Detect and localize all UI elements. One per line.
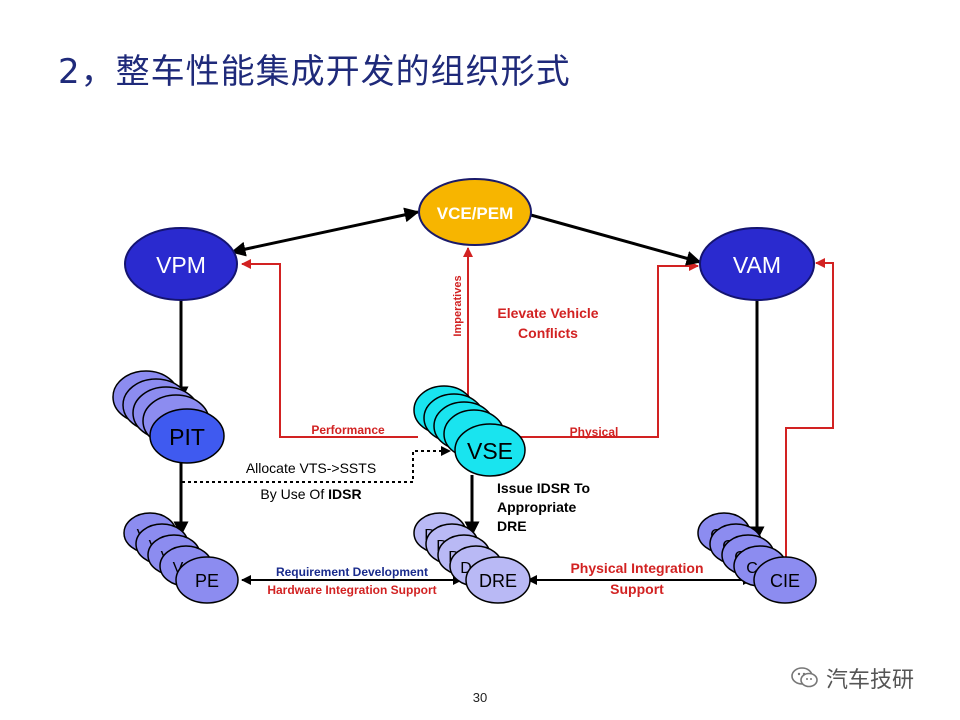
vam-node: VAM [699,227,815,301]
physical-label: Physical [570,425,619,439]
issue-label-line1: Issue IDSR To [497,480,590,496]
issue-label-line3: DRE [497,518,527,534]
dre-label: DRE [479,571,517,591]
pe-label: PE [195,571,219,591]
allocate-dotted-line [182,446,451,483]
pit-stack: PIT [112,370,225,464]
watermark: 汽车技研 [790,663,914,693]
elevate-label-line2: Conflicts [518,325,578,341]
wechat-icon [791,667,818,688]
vpm-node: VPM [124,227,238,301]
cie-stack-glyph-4: C [746,560,758,577]
physical-line [520,261,699,438]
cie-to-vam-line [785,258,834,558]
pe-stack-glyph-4: V [173,560,184,577]
vce-label: VCE/PEM [437,204,514,223]
vce-node: VCE/PEM [418,178,532,246]
watermark-text: 汽车技研 [826,668,915,693]
allocate-label-line2: By Use Of IDSR [260,486,361,502]
phys-int-label-line1: Physical Integration [570,560,703,576]
dre-stack: D D D D DRE [413,512,531,604]
page-number: 30 [472,690,488,705]
pe-stack: V V V V PE [123,512,239,604]
red-connectors [241,247,834,558]
cie-label: CIE [770,571,800,591]
pit-label: PIT [169,424,205,450]
vce-vam-arrow [519,210,702,266]
cie-stack: C C C C CIE [697,512,817,604]
performance-label: Performance [311,423,385,437]
allocate-label-line1: Allocate VTS->SSTS [246,460,376,476]
hw-support-label: Hardware Integration Support [267,583,436,597]
phys-int-label-line2: Support [610,581,664,597]
vpm-label: VPM [156,252,206,278]
slide-title: 2，整车性能集成开发的组织形式 [58,52,571,92]
vse-label: VSE [467,438,513,464]
dre-stack-glyph-4: D [460,560,472,577]
elevate-label-line1: Elevate Vehicle [497,305,598,321]
imperatives-label: Imperatives [452,275,464,336]
issue-label-line2: Appropriate [497,499,577,515]
performance-line [241,259,418,438]
vpm-vce-arrow [230,207,420,257]
allocate-prefix: By Use Of [260,486,328,502]
allocate-idsr: IDSR [328,486,361,502]
black-connectors [173,207,765,585]
vse-stack: V V V VSE [413,385,526,477]
vam-label: VAM [733,252,781,278]
req-dev-label: Requirement Development [276,565,428,579]
